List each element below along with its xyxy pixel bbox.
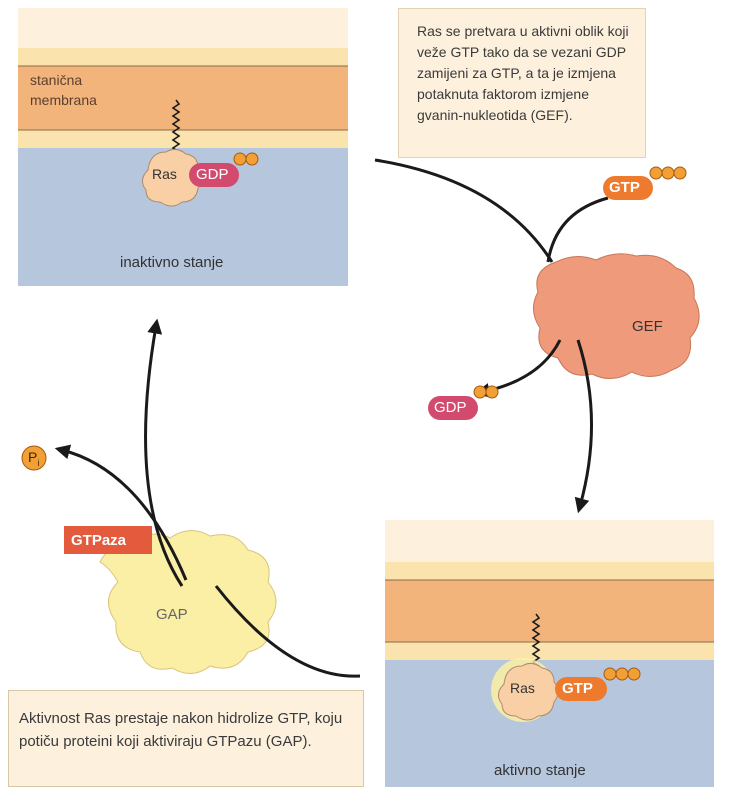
gef-label: GEF	[632, 318, 663, 335]
gdp-inactive-label: GDP	[196, 166, 229, 183]
extracellular-space	[18, 8, 348, 48]
active-state-panel	[385, 520, 714, 787]
gef-protein	[533, 254, 699, 379]
inactive-state-label: inaktivno stanje	[120, 254, 223, 271]
arrow-gtp-into-gef	[548, 198, 608, 262]
phosphate-icon	[616, 668, 628, 680]
phosphate-icon	[234, 153, 246, 165]
membrane-label-line2: membrana	[30, 90, 97, 110]
membrane-inner-leaflet	[18, 130, 348, 148]
gtpase-label: GTPaza	[71, 532, 126, 549]
gtp-active-label: GTP	[562, 680, 593, 697]
gdp-out-label: GDP	[434, 399, 467, 416]
ras-active-label: Ras	[510, 680, 535, 696]
phosphate-icon	[486, 386, 498, 398]
caption-gap-hydrolysis: Aktivnost Ras prestaje nakon hidrolize G…	[8, 690, 364, 787]
pi-label-subscript: i	[37, 458, 39, 468]
membrane-label: stanična membrana	[30, 70, 97, 110]
caption-gef-exchange: Ras se pretvara u aktivni oblik koji vež…	[398, 8, 646, 158]
phosphate-icon	[628, 668, 640, 680]
phosphate-icon	[246, 153, 258, 165]
membrane-outer-leaflet	[18, 48, 348, 66]
ras-inactive-label: Ras	[152, 166, 177, 182]
phosphate-icon	[674, 167, 686, 179]
pi-label-letter: P	[28, 449, 37, 465]
inactive-state-panel	[18, 8, 348, 286]
active-state-label: aktivno stanje	[494, 762, 586, 779]
membrane-label-line1: stanična	[30, 70, 97, 90]
phosphate-icon	[650, 167, 662, 179]
pi-label: Pi	[28, 449, 39, 468]
phosphate-icon	[474, 386, 486, 398]
arrow-panel-to-gef	[375, 160, 552, 262]
phosphate-icon	[604, 668, 616, 680]
gap-label: GAP	[156, 606, 188, 623]
gtp-in-label: GTP	[609, 179, 640, 196]
phosphate-icon	[662, 167, 674, 179]
